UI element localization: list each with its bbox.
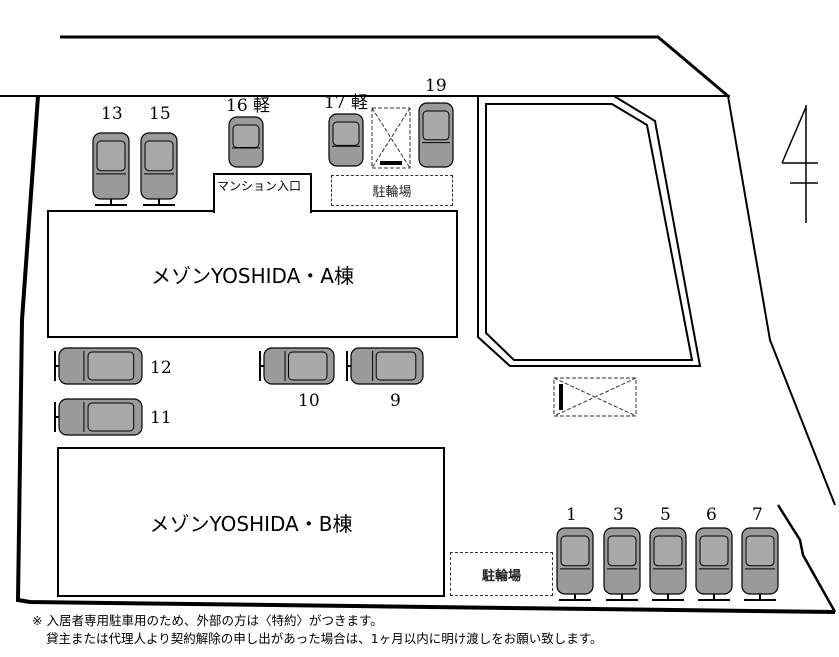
entrance-label: マンション入口 xyxy=(217,179,302,193)
slot-12-label: 12 xyxy=(150,358,172,378)
entrance-notch xyxy=(213,173,312,213)
slot-1-label: 1 xyxy=(566,505,577,525)
building-b: メゾンYOSHIDA・B棟 xyxy=(57,447,445,597)
slot-3-label: 3 xyxy=(613,505,624,525)
building-a: メゾンYOSHIDA・A棟 xyxy=(47,210,458,338)
car-17 xyxy=(328,113,364,167)
building-a-label: メゾンYOSHIDA・A棟 xyxy=(151,263,354,288)
car-5 xyxy=(649,527,687,601)
empty-spot-east xyxy=(553,377,637,417)
site-boundary-southeast xyxy=(776,504,837,613)
car-7 xyxy=(741,527,779,601)
slot-11-label: 11 xyxy=(150,408,172,428)
slot-17-label: 17 軽 xyxy=(324,93,369,113)
slot-10-label: 10 xyxy=(298,391,320,411)
slot-6-label: 6 xyxy=(706,505,717,525)
slot-7-label: 7 xyxy=(752,505,763,525)
empty-spot-top xyxy=(371,107,411,169)
slot-9-label: 9 xyxy=(390,391,401,411)
car-19 xyxy=(418,102,454,168)
bicycle-parking-north: 駐輪場 xyxy=(331,175,453,206)
north-arrow-icon xyxy=(781,105,818,223)
bicycle-parking-label: 駐輪場 xyxy=(481,568,521,584)
car-3 xyxy=(603,527,641,601)
car-12 xyxy=(54,347,143,385)
bicycle-parking-south: 駐輪場 xyxy=(450,552,553,596)
road-edge-north xyxy=(60,35,729,98)
car-10 xyxy=(259,347,335,385)
slot-16-label: 16 軽 xyxy=(226,96,271,116)
notes: ※ 入居者専用駐車用のため、外部の方は〈特約〉がつきます。 貸主または代理人より… xyxy=(32,612,602,648)
slot-5-label: 5 xyxy=(660,505,671,525)
bicycle-parking-label: 駐輪場 xyxy=(372,185,412,200)
car-11 xyxy=(54,398,143,436)
site-boundary-west-south xyxy=(15,95,836,614)
building-b-label: メゾンYOSHIDA・B棟 xyxy=(149,511,353,536)
car-15 xyxy=(140,132,178,206)
note-line-2: 貸主または代理人より契約解除の申し出があった場合は、1ヶ月以内に明け渡しをお願い… xyxy=(46,631,603,646)
enclosure-outer xyxy=(477,95,702,367)
site-boundary-east xyxy=(727,95,836,506)
car-16 xyxy=(228,116,264,168)
car-13 xyxy=(92,132,130,206)
car-6 xyxy=(695,527,733,601)
enclosure-inner xyxy=(485,103,694,361)
car-1 xyxy=(556,527,594,601)
slot-13-label: 13 xyxy=(101,104,123,124)
slot-19-label: 19 xyxy=(425,76,447,96)
note-line-1: ※ 入居者専用駐車用のため、外部の方は〈特約〉がつきます。 xyxy=(32,613,383,628)
car-9 xyxy=(346,347,424,385)
slot-15-label: 15 xyxy=(149,104,171,124)
